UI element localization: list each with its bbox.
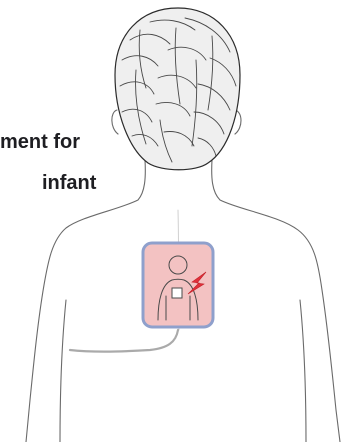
caption-line-2: infant [42,172,96,194]
defibrillator-pad [143,243,213,327]
pad-cable [70,330,178,352]
head-hair [115,8,240,170]
caption-line-1: ment for [0,131,80,153]
